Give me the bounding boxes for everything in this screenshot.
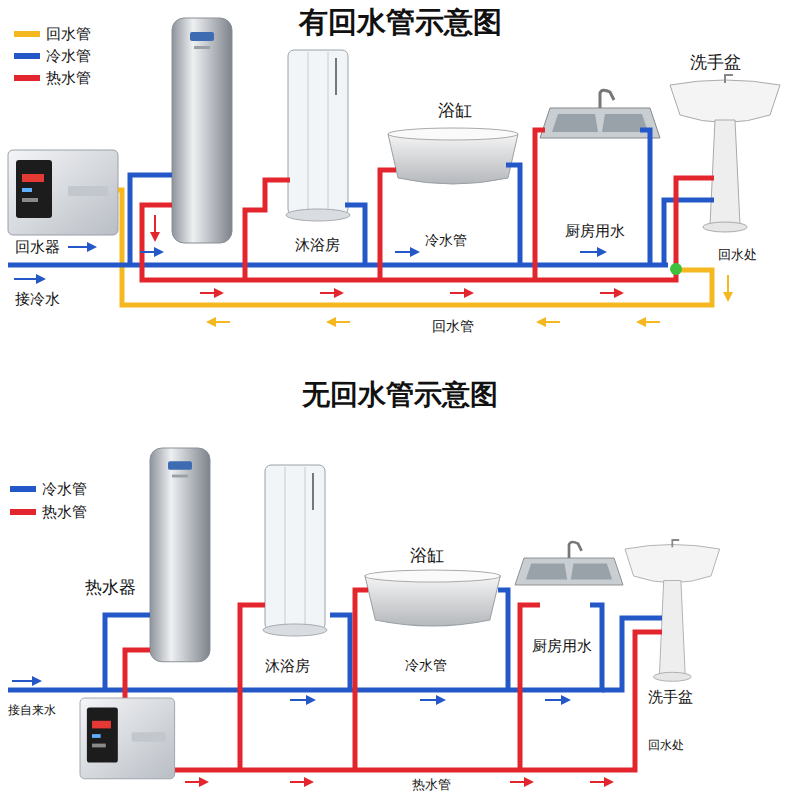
flow-arrows-part [290,781,312,783]
flow-arrows-part [154,215,156,240]
pipes-part [380,170,396,280]
legend-swatch [10,509,36,515]
legend-swatch [14,53,40,59]
diagram-title: 无回水管示意图 [302,378,498,412]
pipes-part [602,618,662,690]
part-label: 厨房用水 [532,637,592,655]
bathtub [388,128,518,184]
legend-swatch [14,75,40,81]
legend-swatch [14,31,40,37]
flow-arrows-part [320,292,342,294]
flow-arrows-part [727,275,729,300]
part-label: 接自来水 [8,703,56,717]
part-label: 冷水管 [425,232,467,249]
legend-entry: 回水管 [14,25,91,43]
flow-arrows-part [420,699,444,701]
pipes-part [8,263,668,268]
controller-unit [8,150,118,235]
part-label: 浴缸 [410,545,444,565]
flow-arrows-part [68,246,95,248]
part-label: 洗手盆 [690,52,741,72]
part-label: 回水处 [718,247,757,263]
part-label: 接冷水 [15,290,60,308]
pipes-part [535,130,545,280]
flow-arrows-part [14,278,44,280]
legend-text: 冷水管 [46,47,91,65]
part-label: 沐浴房 [265,657,310,675]
pipes-part [345,205,365,265]
part-label: 沐浴房 [295,236,340,254]
pipes-part [330,615,350,690]
part-label: 回水器 [15,238,60,256]
pipes-part [355,590,368,770]
part-label: 冷水管 [405,657,447,674]
shower-room [286,50,350,221]
pipes-part [664,200,714,265]
flow-arrows-part [638,321,660,323]
pipes-part [245,180,290,280]
pipes-part [130,175,172,265]
pipes-part [8,605,602,690]
bathtub [365,570,500,626]
legend-text: 热水管 [42,503,87,521]
flow-arrows [14,215,728,322]
legend-entry: 热水管 [14,69,91,87]
flow-arrows [12,681,612,782]
part-label: 热水管 [410,777,453,793]
flow-arrows-part [185,781,207,783]
flow-arrows-part [12,680,40,682]
pipes-part [240,605,265,770]
pipes [8,130,714,305]
pipes-part [118,190,712,305]
part-label: 热水器 [85,577,136,597]
part-label: 浴缸 [438,100,472,120]
pipes-part [125,650,150,698]
flow-arrows-part [600,292,622,294]
shower-room [263,465,327,636]
flow-arrows-part [450,292,472,294]
return-point [670,263,682,275]
legend-entry: 冷水管 [14,47,91,65]
flow-arrows-part [208,321,230,323]
flow-arrows-part [200,292,222,294]
legend-text: 热水管 [46,69,91,87]
flow-arrows-part [545,699,569,701]
flow-arrows-part [580,251,605,253]
kitchen-sink [515,542,623,585]
washbasin [670,75,780,232]
diagram-title: 有回水管示意图 [299,5,502,40]
water-tank [172,18,232,243]
flow-arrows-part [290,699,314,701]
pipes-part [175,632,662,770]
legend-entry: 冷水管 [10,480,87,498]
legend-swatch [10,486,36,492]
pipes-part [506,165,520,265]
flow-arrows-part [538,321,560,323]
washbasin [625,540,720,681]
legend-entry: 热水管 [10,503,87,521]
legend-text: 冷水管 [42,480,87,498]
legend-text: 回水管 [46,25,91,43]
pipes-part [142,178,714,280]
part-label: 回水处 [648,738,684,752]
part-label: 洗手盆 [648,688,693,706]
part-label: 回水管 [430,318,476,335]
controller-unit [80,698,175,779]
pipes-part [498,590,508,690]
flow-arrows-part [395,251,418,253]
flow-arrows-part [140,251,162,253]
flow-arrows-part [510,781,532,783]
flow-arrows-part [590,781,612,783]
pipes-part [640,130,650,265]
flow-arrows-part [328,321,350,323]
part-label: 厨房用水 [565,222,625,240]
water-tank [150,448,210,662]
pipes-part [520,605,540,770]
